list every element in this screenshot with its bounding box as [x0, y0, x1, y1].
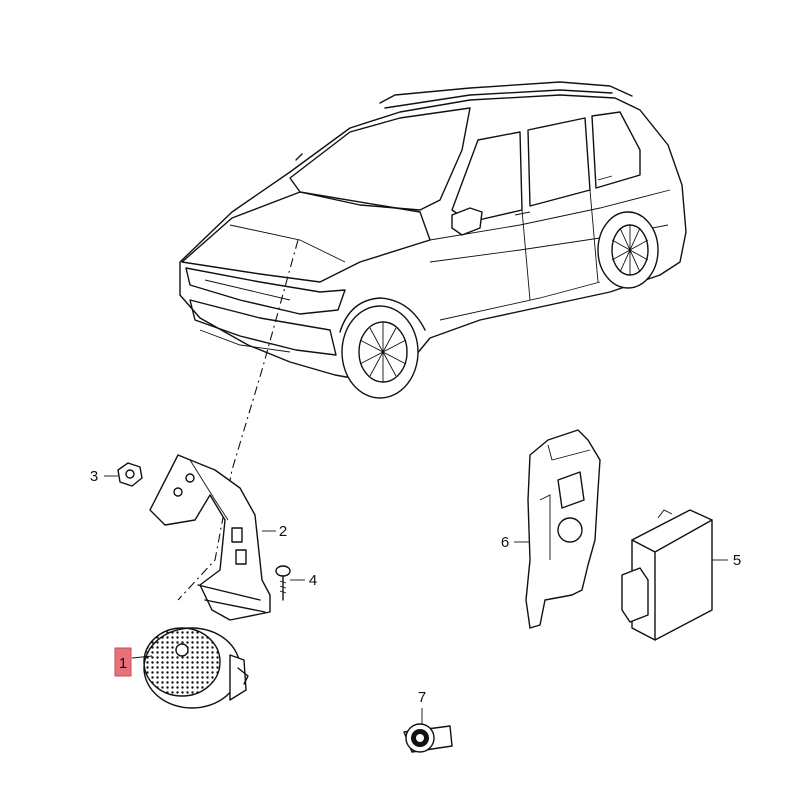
leader-lines — [104, 475, 728, 724]
hex-nut — [117, 462, 143, 487]
callout-7: 7 — [418, 689, 426, 706]
control-unit-holder — [525, 429, 601, 629]
callout-4: 4 — [309, 572, 317, 589]
callout-1: 1 — [119, 655, 127, 672]
callout-2: 2 — [279, 523, 287, 540]
speaker-sound-generator — [143, 627, 249, 709]
mounting-bracket — [149, 454, 271, 621]
callout-6: 6 — [501, 534, 509, 551]
callout-5: 5 — [733, 552, 741, 569]
highlight-box — [114, 647, 132, 677]
screw — [275, 565, 291, 601]
vehicle-illustration — [179, 81, 687, 399]
location-leader-line — [177, 239, 299, 601]
callout-3: 3 — [90, 468, 98, 485]
foam-tape-roll — [403, 723, 453, 753]
control-unit — [621, 509, 713, 641]
